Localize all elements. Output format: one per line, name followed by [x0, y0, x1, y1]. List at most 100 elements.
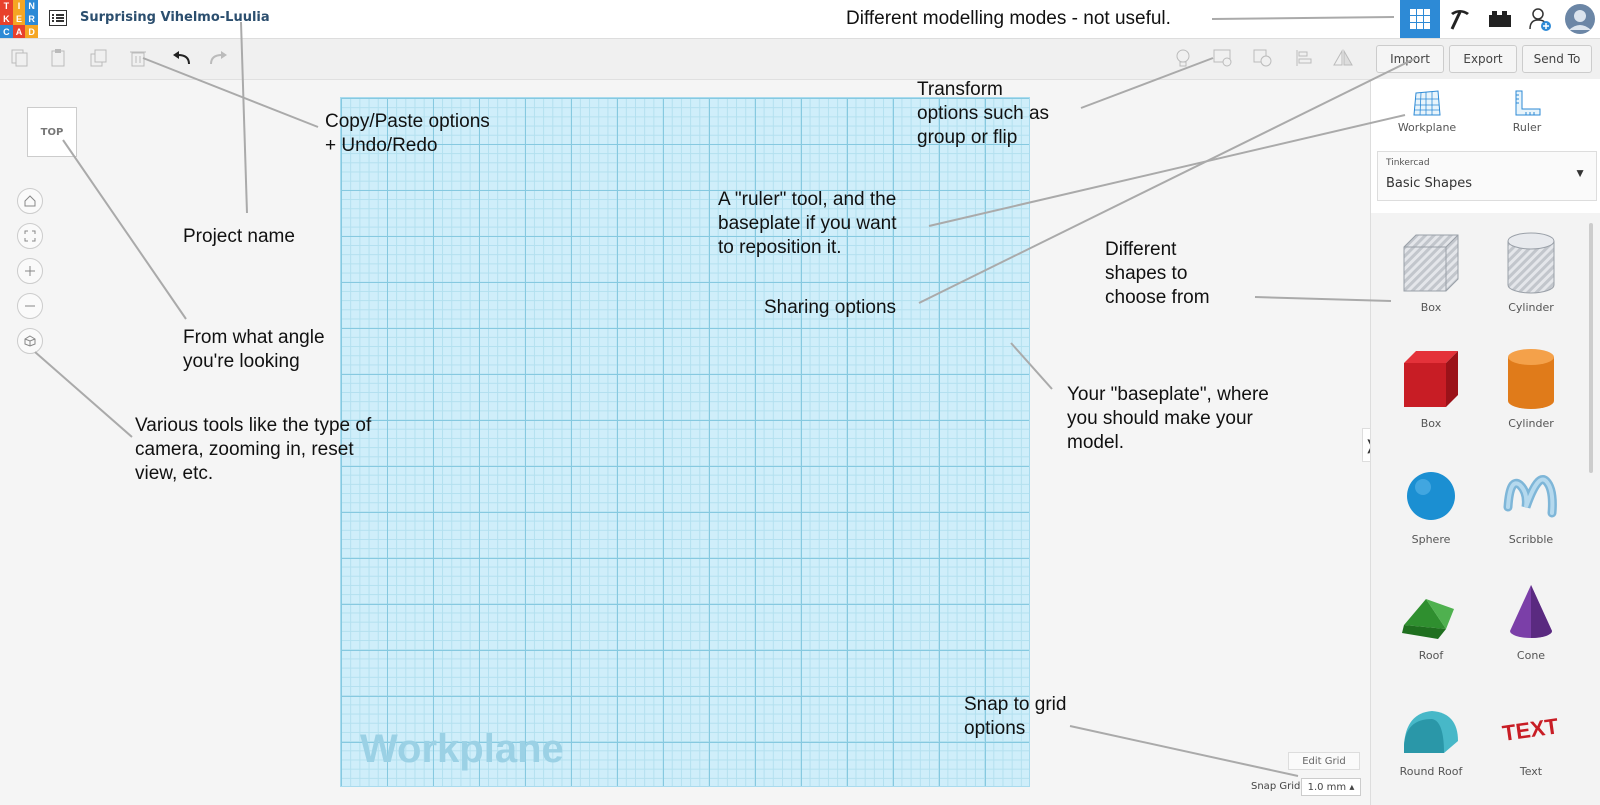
library-source: Tinkercad: [1386, 158, 1430, 168]
shape-sphere[interactable]: Sphere: [1381, 455, 1481, 571]
annotation-line: options: [964, 718, 1026, 739]
library-selected: Basic Shapes: [1386, 176, 1473, 191]
ruler-icon: [1515, 90, 1541, 116]
annotation-line: choose from: [1105, 287, 1210, 308]
zoom-in-button[interactable]: [17, 258, 43, 284]
undo-icon: [173, 51, 190, 65]
import-button[interactable]: Import: [1376, 45, 1444, 73]
annotation-line: Various tools like the type of: [135, 415, 372, 436]
export-button[interactable]: Export: [1449, 45, 1517, 73]
roof-icon: [1402, 599, 1454, 639]
tinkercad-logo[interactable]: T I N K E R C A D: [0, 0, 38, 38]
camera-mode-button[interactable]: [17, 328, 43, 354]
plus-icon: [25, 266, 35, 276]
group-button[interactable]: [1252, 47, 1274, 69]
ruler-tool-button[interactable]: Ruler: [1497, 89, 1557, 134]
annotation-line: Your "baseplate", where: [1067, 384, 1269, 405]
scrollbar[interactable]: [1589, 223, 1593, 473]
annotation-modes: Different modelling modes - not useful.: [846, 8, 1171, 29]
undo-button[interactable]: [170, 47, 192, 69]
grid-icon: [1410, 9, 1430, 29]
shape-text[interactable]: TEXT Text: [1481, 687, 1581, 803]
user-avatar[interactable]: [1560, 0, 1600, 38]
copy-button[interactable]: [9, 47, 31, 69]
mode-blocks-button[interactable]: [1440, 0, 1480, 38]
comment-button[interactable]: [1212, 47, 1234, 69]
shape-box[interactable]: Box: [1381, 339, 1481, 455]
mirror-button[interactable]: [1332, 47, 1354, 69]
trash-icon: [130, 51, 146, 67]
box-red-icon: [1404, 351, 1458, 407]
shape-label: Sphere: [1411, 533, 1451, 546]
annotation-line: you're looking: [183, 351, 300, 372]
annotation-copy-paste: Copy/Paste options + Undo/Redo: [325, 110, 490, 158]
group-icon: [1253, 49, 1272, 67]
shape-library-dropdown[interactable]: Tinkercad Basic Shapes ▼: [1377, 151, 1597, 201]
add-user-icon: [1529, 8, 1551, 31]
perspective-cube-icon: [24, 335, 36, 347]
mirror-icon: [1333, 49, 1353, 66]
logo-letter: R: [25, 12, 38, 26]
annotation-line: Copy/Paste options: [325, 111, 490, 132]
mode-bricks-button[interactable]: [1480, 0, 1520, 38]
cylinder-orange-icon: [1508, 349, 1554, 409]
shape-label: Scribble: [1508, 533, 1554, 546]
shape-round-roof[interactable]: Round Roof: [1381, 687, 1481, 803]
fit-view-button[interactable]: [17, 223, 43, 249]
send-to-button[interactable]: Send To: [1522, 45, 1592, 73]
annotation-transform: Transform options such as group or flip: [917, 78, 1049, 150]
workplane-tool-label: Workplane: [1397, 121, 1457, 134]
shape-label: Cylinder: [1508, 417, 1554, 430]
design-list-icon[interactable]: [49, 10, 67, 26]
shape-label: Roof: [1418, 649, 1444, 662]
zoom-out-button[interactable]: [17, 293, 43, 319]
logo-letter: I: [12, 0, 26, 13]
shape-cylinder-hole[interactable]: Cylinder: [1481, 223, 1581, 339]
project-name[interactable]: Surprising Vihelmo-Luulia: [80, 10, 270, 25]
paste-button[interactable]: [48, 47, 70, 69]
annotation-line: model.: [1067, 432, 1125, 453]
annotation-baseplate: Your "baseplate", where you should make …: [1067, 383, 1269, 455]
cone-icon: [1510, 585, 1552, 638]
cylinder-striped-icon: [1507, 232, 1555, 294]
top-bar: T I N K E R C A D Surprising Vihelmo-Luu…: [0, 0, 1600, 39]
logo-letter: C: [0, 25, 13, 38]
round-roof-icon: [1404, 711, 1458, 753]
snap-grid-label: Snap Grid: [1251, 781, 1301, 792]
shapes-panel: Workplane Ruler Tinkercad Basic Shapes ▼…: [1370, 79, 1600, 805]
invite-user-button[interactable]: [1520, 0, 1560, 38]
annotation-angle: From what angle you're looking: [183, 326, 325, 374]
annotation-line: view, etc.: [135, 463, 214, 484]
delete-button[interactable]: [127, 47, 149, 69]
redo-button[interactable]: [208, 47, 230, 69]
shape-cone[interactable]: Cone: [1481, 571, 1581, 687]
annotation-line: shapes to: [1105, 263, 1188, 284]
annotation-project-name: Project name: [183, 226, 295, 247]
edit-grid-button[interactable]: Edit Grid: [1288, 752, 1360, 770]
shape-cylinder[interactable]: Cylinder: [1481, 339, 1581, 455]
scribble-icon: [1503, 475, 1557, 518]
duplicate-icon: [90, 49, 107, 67]
snap-grid-select[interactable]: 1.0 mm ▴: [1301, 778, 1361, 796]
snap-grid-value: 1.0 mm: [1307, 781, 1347, 793]
annotation-line: you should make your: [1067, 408, 1253, 429]
annotation-line: A "ruler" tool, and the: [718, 189, 897, 210]
logo-letter: E: [12, 12, 26, 26]
mode-3d-design-button[interactable]: [1400, 0, 1440, 38]
shape-scribble[interactable]: Scribble: [1481, 455, 1581, 571]
duplicate-button[interactable]: [88, 47, 110, 69]
pickaxe-icon: [1450, 10, 1469, 30]
shape-roof[interactable]: Roof: [1381, 571, 1481, 687]
notes-button[interactable]: [1172, 47, 1194, 69]
logo-letter: N: [25, 0, 38, 13]
home-view-button[interactable]: [17, 188, 43, 214]
annotation-line: options such as: [917, 103, 1050, 124]
align-button[interactable]: [1293, 47, 1315, 69]
workplane-grid[interactable]: [340, 97, 1030, 787]
shape-box-hole[interactable]: Box: [1381, 223, 1481, 339]
workplane-tool-button[interactable]: Workplane: [1397, 89, 1457, 134]
logo-letter: K: [0, 12, 13, 26]
shapes-grid: Box Cylinder Box Cylinder Sphere Scribbl…: [1371, 213, 1600, 805]
sphere-icon: [1407, 472, 1455, 520]
